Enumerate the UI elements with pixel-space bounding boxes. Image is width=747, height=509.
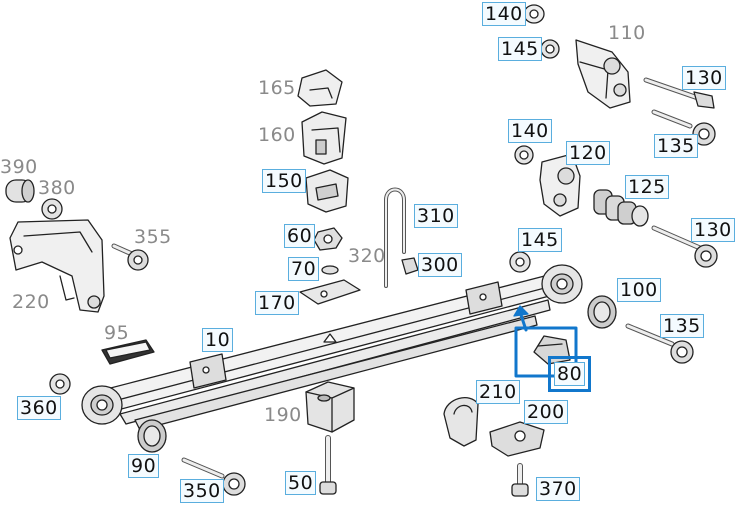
bump-block [305, 381, 355, 433]
callout-text: 140 [511, 120, 549, 142]
callout-text: 360 [20, 397, 58, 419]
callout-350[interactable]: 350 [180, 479, 224, 503]
callout-text: 130 [685, 67, 723, 89]
callout-text: 200 [527, 401, 565, 423]
callout-text: 145 [521, 229, 559, 251]
callout-text: 140 [485, 3, 523, 25]
eye-bushing [587, 295, 694, 364]
callout-text: 210 [479, 381, 517, 403]
callout-60[interactable]: 60 [284, 224, 316, 248]
callout-text: 320 [348, 245, 386, 267]
callout-text: 80 [557, 363, 583, 385]
callout-text: 350 [183, 480, 221, 502]
clamp [443, 397, 545, 457]
callout-360[interactable]: 360 [17, 396, 61, 420]
callout-140[interactable]: 140 [482, 2, 526, 26]
callout-text: 130 [694, 219, 732, 241]
callout-text: 300 [421, 254, 459, 276]
bushing-top [540, 39, 560, 59]
callout-text: 135 [657, 135, 695, 157]
callout-165[interactable]: 165 [258, 77, 296, 99]
callout-text: 100 [620, 279, 658, 301]
washer-front [49, 373, 71, 395]
callout-text: 170 [258, 292, 296, 314]
callout-text: 50 [288, 472, 314, 494]
callout-220[interactable]: 220 [12, 291, 50, 313]
callout-100[interactable]: 100 [617, 278, 661, 302]
callout-text: 355 [134, 226, 172, 248]
callout-190[interactable]: 190 [264, 404, 302, 426]
front-bracket [5, 179, 149, 313]
callout-110[interactable]: 110 [608, 22, 646, 44]
callout-text: 110 [608, 22, 646, 44]
callout-text: 145 [501, 38, 539, 60]
callout-50[interactable]: 50 [285, 471, 317, 495]
callout-10[interactable]: 10 [202, 328, 234, 352]
callout-140[interactable]: 140 [508, 119, 552, 143]
leaf-spring [81, 264, 583, 431]
callout-text: 10 [205, 329, 231, 351]
callout-text: 370 [539, 478, 577, 500]
callout-310[interactable]: 310 [414, 204, 458, 228]
screw [511, 463, 529, 497]
bolts-middle [509, 225, 718, 273]
callout-390[interactable]: 390 [0, 156, 38, 178]
callout-320[interactable]: 320 [348, 245, 386, 267]
callout-text: 70 [291, 258, 317, 280]
shackle [514, 145, 581, 217]
callout-150[interactable]: 150 [262, 169, 306, 193]
callout-130[interactable]: 130 [691, 218, 735, 242]
callout-355[interactable]: 355 [134, 226, 172, 248]
callout-text: 390 [0, 156, 38, 178]
callout-text: 380 [38, 177, 76, 199]
callout-text: 120 [569, 142, 607, 164]
callout-text: 165 [258, 77, 296, 99]
callout-text: 160 [258, 124, 296, 146]
callout-text: 310 [417, 205, 455, 227]
callout-text: 135 [663, 315, 701, 337]
callout-70[interactable]: 70 [288, 257, 320, 281]
callout-text: 220 [12, 291, 50, 313]
callout-200[interactable]: 200 [524, 400, 568, 424]
rubber-bushing [593, 189, 649, 227]
bump-stops [297, 69, 349, 213]
callout-text: 90 [131, 455, 157, 477]
callout-125[interactable]: 125 [625, 175, 669, 199]
callout-170[interactable]: 170 [255, 291, 299, 315]
callout-80[interactable]: 80 [547, 356, 592, 392]
callout-135[interactable]: 135 [660, 314, 704, 338]
callout-210[interactable]: 210 [476, 380, 520, 404]
highlighted-part [513, 305, 578, 378]
callout-95[interactable]: 95 [104, 322, 129, 344]
callout-text: 190 [264, 404, 302, 426]
callout-300[interactable]: 300 [418, 253, 462, 277]
callout-120[interactable]: 120 [566, 141, 610, 165]
washer-top [523, 4, 545, 24]
long-bolt [319, 435, 337, 495]
front-bushing [137, 419, 246, 496]
callout-130[interactable]: 130 [682, 66, 726, 90]
leaf-pad [101, 339, 155, 365]
callout-370[interactable]: 370 [536, 477, 580, 501]
callout-160[interactable]: 160 [258, 124, 296, 146]
callout-text: 60 [287, 225, 313, 247]
shackle-bracket [575, 39, 631, 109]
callout-135[interactable]: 135 [654, 134, 698, 158]
callout-90[interactable]: 90 [128, 454, 160, 478]
callout-380[interactable]: 380 [38, 177, 76, 199]
callout-145[interactable]: 145 [518, 228, 562, 252]
callout-text: 125 [628, 176, 666, 198]
callout-text: 150 [265, 170, 303, 192]
callout-text: 95 [104, 322, 130, 344]
callout-145[interactable]: 145 [498, 37, 542, 61]
